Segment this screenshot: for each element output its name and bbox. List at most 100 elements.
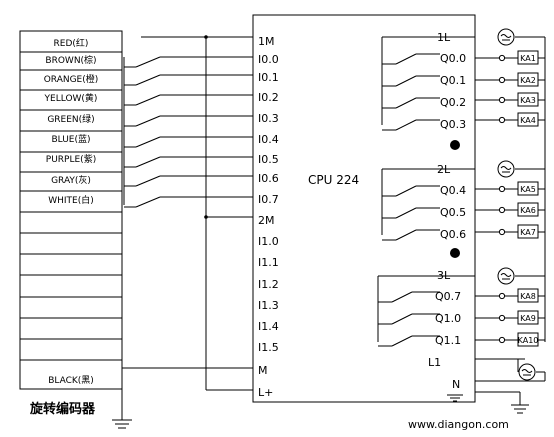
output-contact-switch: [378, 313, 440, 325]
ac-source-icon: [517, 359, 545, 381]
wire-label-gray: GRAY(灰): [51, 174, 91, 186]
terminal-i1-5: I1.5: [258, 341, 279, 354]
terminal-q0-5: Q0.5: [440, 206, 466, 219]
ac-source-icon: [497, 28, 545, 46]
input-contact-switch: [124, 136, 253, 148]
relay-label: KA5: [520, 185, 536, 194]
input-contact-switch: [124, 196, 253, 208]
terminal-screw-icon: [498, 206, 506, 214]
terminal-l1: L1: [428, 356, 441, 369]
relay-coil-3: KA3: [475, 92, 545, 107]
terminal-i0-4: I0.4: [258, 133, 279, 146]
terminal-dot: [450, 248, 460, 258]
wire-label-brown: BROWN(棕): [45, 54, 96, 66]
encoder-ground-icon: [112, 419, 132, 429]
wire-label-white: WHITE(白): [48, 194, 94, 206]
terminal-1m: 1M: [258, 35, 275, 48]
wire-label-red: RED(红): [54, 37, 89, 49]
output-contact-switch: [382, 207, 440, 219]
relay-coil-1: KA1: [475, 50, 545, 65]
terminal-q0-3: Q0.3: [440, 118, 466, 131]
output-contact-switch: [378, 335, 440, 347]
relay-coil-6: KA6: [475, 202, 545, 217]
input-wiring: [112, 35, 253, 429]
terminal-screw-icon: [498, 96, 506, 104]
relay-label: KA1: [520, 54, 536, 63]
terminal-i0-2: I0.2: [258, 91, 279, 104]
wire-label-orange: ORANGE(橙): [44, 73, 99, 85]
terminal-q1-1: Q1.1: [435, 334, 461, 347]
junction-dot: [204, 35, 208, 39]
relay-coil-8: KA8: [475, 288, 545, 303]
terminal-q1-0: Q1.0: [435, 312, 461, 325]
input-contact-switch: [124, 175, 253, 187]
plc-output-terminals: 1L Q0.0 Q0.1 Q0.2 Q0.3 2L Q0.4 Q0.5 Q0.6…: [428, 31, 466, 391]
terminal-q0-4: Q0.4: [440, 184, 466, 197]
terminal-screw-icon: [498, 228, 506, 236]
wire-label-yellow: YELLOW(黄): [44, 92, 98, 104]
terminal-screw-icon: [498, 76, 506, 84]
terminal-m: M: [258, 364, 268, 377]
terminal-q0-2: Q0.2: [440, 96, 466, 109]
relay-coil-9: KA9: [475, 310, 545, 325]
terminal-i1-2: I1.2: [258, 278, 279, 291]
terminal-screw-icon: [498, 336, 506, 344]
wire-label-black: BLACK(黑): [48, 375, 94, 386]
terminal-i1-0: I1.0: [258, 235, 279, 248]
output-contact-switch: [378, 291, 440, 303]
terminal-dot: [450, 140, 460, 150]
terminal-2m: 2M: [258, 214, 275, 227]
relay-label: KA9: [520, 314, 536, 323]
output-contact-switch: [382, 75, 440, 87]
relay-label: KA6: [520, 206, 536, 215]
terminal-i1-4: I1.4: [258, 320, 279, 333]
wire-label-blue: BLUE(蓝): [51, 133, 90, 145]
terminal-i1-3: I1.3: [258, 299, 279, 312]
input-contact-switch: [124, 74, 253, 86]
encoder-wire-table: RED(红) BROWN(棕) ORANGE(橙) YELLOW(黄) GREE…: [19, 30, 123, 390]
plc-model-label: CPU 224: [308, 173, 359, 187]
relay-coil-10: KA10: [475, 332, 545, 347]
input-contact-switch: [124, 115, 253, 127]
terminal-i0-5: I0.5: [258, 153, 279, 166]
input-contact-switch: [124, 94, 253, 106]
input-contact-switch: [124, 56, 253, 68]
encoder-table-frame: [19, 30, 123, 390]
terminal-i1-1: I1.1: [258, 256, 279, 269]
terminal-q0-1: Q0.1: [440, 74, 466, 87]
encoder-title: 旋转编码器: [29, 401, 96, 417]
output-contact-switch: [382, 119, 440, 131]
input-contact-switch: [124, 156, 253, 168]
terminal-i0-1: I0.1: [258, 71, 279, 84]
relay-coil-7: KA7: [475, 224, 545, 239]
ac-source-icon: [497, 160, 545, 178]
plc-ground-icon: [511, 404, 529, 414]
terminal-screw-icon: [498, 54, 506, 62]
terminal-i0-7: I0.7: [258, 193, 279, 206]
output-contact-switch: [382, 97, 440, 109]
ac-source-icon: [497, 267, 545, 285]
relay-label: KA2: [520, 76, 536, 85]
relay-label: KA4: [520, 116, 536, 125]
terminal-i0-0: I0.0: [258, 53, 279, 66]
terminal-n: N: [452, 378, 460, 391]
n-ground-icon: [447, 394, 463, 402]
relay-coil-2: KA2: [475, 72, 545, 87]
terminal-lplus: L+: [258, 386, 273, 399]
terminal-i0-3: I0.3: [258, 112, 279, 125]
terminal-q0-7: Q0.7: [435, 290, 461, 303]
terminal-screw-icon: [498, 314, 506, 322]
terminal-q0-6: Q0.6: [440, 228, 466, 241]
relay-label: KA8: [520, 292, 536, 301]
relay-label: KA7: [520, 228, 536, 237]
terminal-q0-0: Q0.0: [440, 52, 466, 65]
terminal-screw-icon: [498, 116, 506, 124]
plc-input-terminals: 1M I0.0 I0.1 I0.2 I0.3 I0.4 I0.5 I0.6 I0…: [258, 35, 279, 399]
relay-coil-4: KA4: [475, 112, 545, 127]
terminal-i0-6: I0.6: [258, 172, 279, 185]
output-contact-switch: [382, 185, 440, 197]
relay-label: KA10: [518, 336, 539, 345]
watermark: www.diangon.com: [408, 418, 509, 431]
terminal-screw-icon: [498, 292, 506, 300]
